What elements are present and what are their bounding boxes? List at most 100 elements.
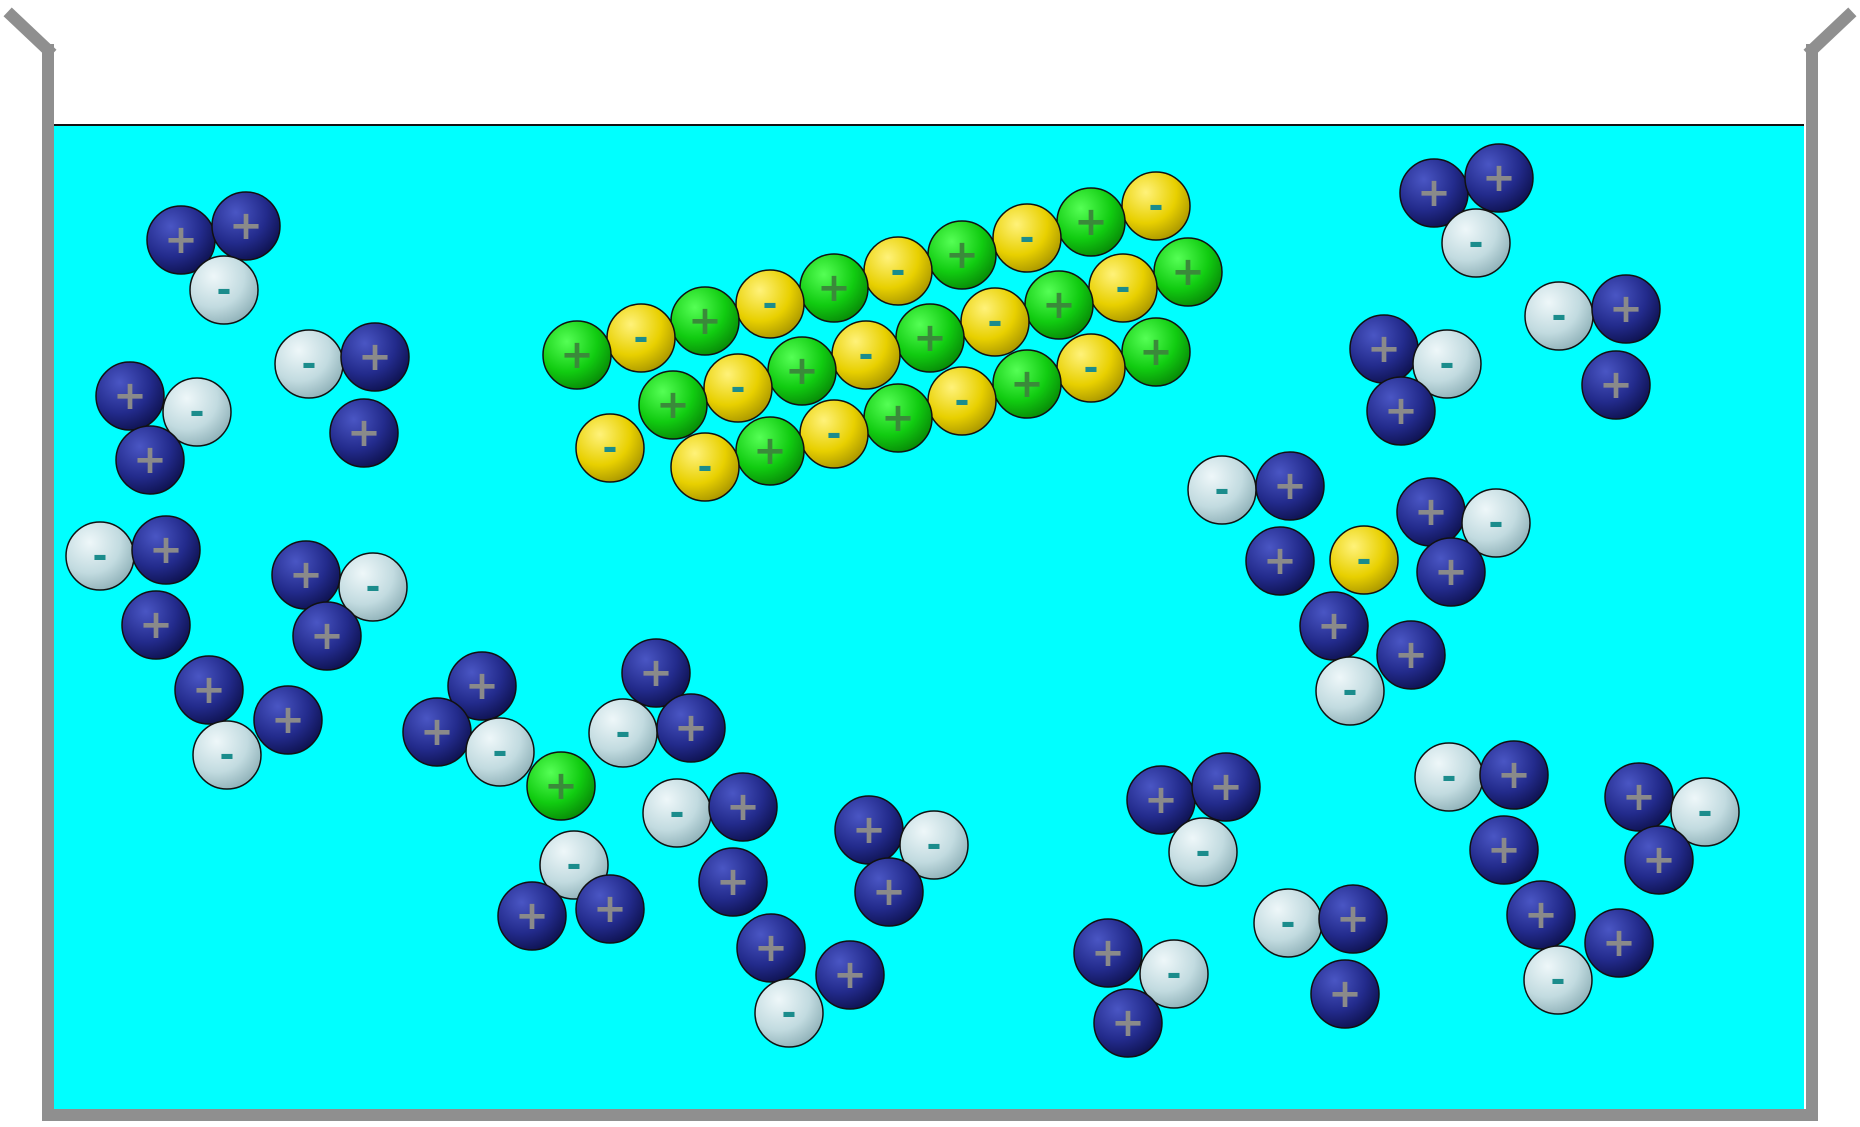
- dissolved-cation: +: [1582, 351, 1650, 419]
- crystal-anion-icon: [928, 367, 996, 435]
- crystal-anion-icon: [607, 304, 675, 372]
- cation-icon: [1256, 452, 1324, 520]
- anion-icon: [1525, 282, 1593, 350]
- cation-icon: [709, 773, 777, 841]
- dissolved-cation: +: [1397, 478, 1465, 546]
- dissolved-cation: +: [341, 323, 409, 391]
- cation-icon: [1367, 377, 1435, 445]
- anion-icon: [1524, 946, 1592, 1014]
- dissolved-cation: +: [1350, 315, 1418, 383]
- cation-icon: [254, 686, 322, 754]
- cation-icon: [699, 848, 767, 916]
- crystal-ion: +: [639, 371, 707, 439]
- cation-icon: [1582, 351, 1650, 419]
- crystal-anion-icon: [671, 433, 739, 501]
- cation-icon: [1465, 144, 1533, 212]
- crystal-cation-icon: [864, 384, 932, 452]
- cation-icon: [737, 914, 805, 982]
- dissolved-cation: +: [1311, 960, 1379, 1028]
- cation-icon: [1397, 478, 1465, 546]
- dissolved-cation: +: [699, 848, 767, 916]
- crystal-anion-icon: [864, 237, 932, 305]
- crystal-anion-icon: [704, 354, 772, 422]
- dissolved-cation: +: [293, 602, 361, 670]
- anion-icon: [193, 721, 261, 789]
- cation-icon: [96, 362, 164, 430]
- cation-icon: [116, 426, 184, 494]
- anion-icon: [589, 699, 657, 767]
- anion-icon: [755, 979, 823, 1047]
- anion-icon: [275, 330, 343, 398]
- crystal-cation-icon: [993, 350, 1061, 418]
- dissolved-cation: +: [1377, 621, 1445, 689]
- cation-icon: [293, 602, 361, 670]
- crystal-ion: -: [1122, 172, 1190, 240]
- crystal-cation-icon: [1122, 318, 1190, 386]
- crystal-cation-icon: [527, 752, 595, 820]
- crystal-ion: -: [961, 288, 1029, 356]
- dissolved-cation: +: [1507, 881, 1575, 949]
- dissolved-anion: -: [193, 721, 261, 789]
- cation-icon: [212, 192, 280, 260]
- crystal-ion: -: [993, 204, 1061, 272]
- dissolved-cation: +: [212, 192, 280, 260]
- crystal-ion: +: [671, 287, 739, 355]
- anion-icon: [190, 256, 258, 324]
- crystal-ion: +: [928, 221, 996, 289]
- crystal-ion: -: [607, 304, 675, 372]
- cation-icon: [1074, 919, 1142, 987]
- crystal-ion: -: [704, 354, 772, 422]
- cation-icon: [1605, 763, 1673, 831]
- cation-icon: [1311, 960, 1379, 1028]
- crystal-ion: +: [896, 304, 964, 372]
- dissolved-cation: +: [122, 591, 190, 659]
- dissolved-cation: +: [527, 752, 595, 820]
- dissolved-cation: +: [1417, 538, 1485, 606]
- dissolved-cation: +: [576, 875, 644, 943]
- crystal-cation-icon: [543, 321, 611, 389]
- crystal-ion: +: [993, 350, 1061, 418]
- crystal-ion: -: [928, 367, 996, 435]
- dissolved-cation: +: [272, 541, 340, 609]
- dissolved-cation: +: [1625, 826, 1693, 894]
- dissolved-cation: +: [1094, 989, 1162, 1057]
- crystal-cation-icon: [1025, 271, 1093, 339]
- dissolved-cation: +: [403, 698, 471, 766]
- crystal-anion-icon: [1330, 526, 1398, 594]
- crystal-cation-icon: [1057, 188, 1125, 256]
- crystal-anion-icon: [800, 400, 868, 468]
- anion-icon: [466, 718, 534, 786]
- dissolved-cation: +: [835, 796, 903, 864]
- crystal-ion: -: [832, 321, 900, 389]
- dissolved-cation: +: [1256, 452, 1324, 520]
- dissolved-cation: +: [498, 882, 566, 950]
- dissolved-cation: +: [709, 773, 777, 841]
- cation-icon: [576, 875, 644, 943]
- crystal-ion: +: [864, 384, 932, 452]
- crystal-cation-icon: [736, 417, 804, 485]
- dissolved-cation: +: [1480, 741, 1548, 809]
- crystal-cation-icon: [800, 254, 868, 322]
- dissolved-cation: +: [1465, 144, 1533, 212]
- cation-icon: [1192, 753, 1260, 821]
- anion-icon: [1169, 818, 1237, 886]
- dissolved-anion: -: [1524, 946, 1592, 1014]
- dissolved-anion: -: [1169, 818, 1237, 886]
- anion-icon: [1188, 456, 1256, 524]
- cation-icon: [403, 698, 471, 766]
- crystal-ion: +: [543, 321, 611, 389]
- crystal-cation-icon: [671, 287, 739, 355]
- cation-icon: [132, 516, 200, 584]
- cation-icon: [1300, 592, 1368, 660]
- dissolved-anion: -: [466, 718, 534, 786]
- cation-icon: [1625, 826, 1693, 894]
- crystal-anion-icon: [576, 414, 644, 482]
- cation-icon: [1592, 275, 1660, 343]
- crystal-ion: +: [1154, 238, 1222, 306]
- crystal-ion: -: [736, 270, 804, 338]
- dissolved-cation: +: [1074, 919, 1142, 987]
- dissolved-cation: +: [1470, 816, 1538, 884]
- cation-icon: [1094, 989, 1162, 1057]
- crystal-cation-icon: [639, 371, 707, 439]
